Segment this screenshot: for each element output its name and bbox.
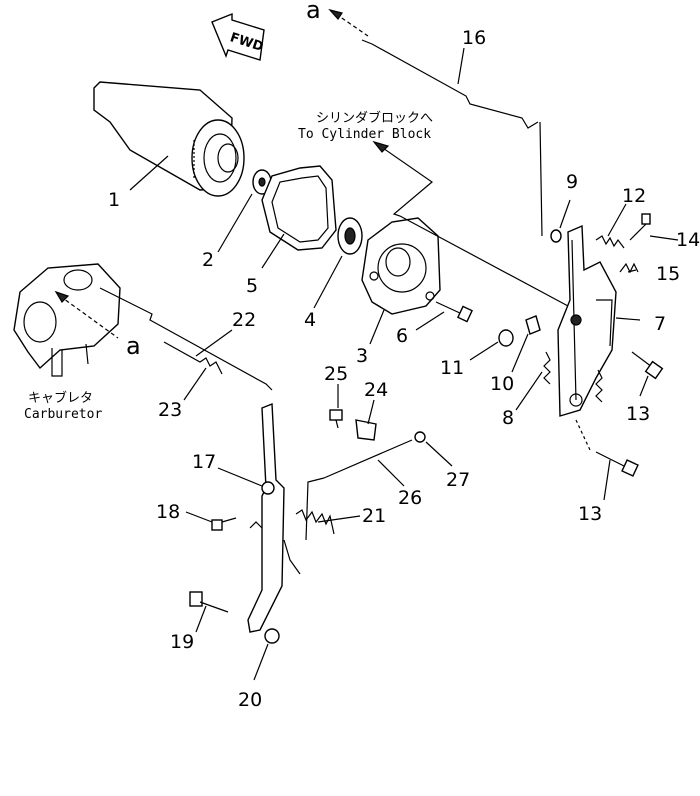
governor-case-3 (361, 217, 441, 315)
part-label-12: 12 (622, 185, 646, 207)
cylinder-block-label-jp: シリンダブロックへ (316, 110, 433, 126)
gear-housing-1 (93, 81, 245, 197)
part-label-7: 7 (654, 313, 666, 335)
carburetor-body (13, 263, 121, 377)
part-label-4: 4 (304, 309, 316, 331)
part-label-13a: 13 (626, 403, 650, 425)
part-label-13b: 13 (578, 503, 602, 525)
carburetor-label-jp: キャブレタ (28, 390, 93, 406)
rod-26 (305, 439, 413, 541)
part-label-5: 5 (246, 275, 258, 297)
part-label-11: 11 (440, 357, 464, 379)
clip-10 (525, 315, 541, 335)
nut-11 (498, 329, 514, 347)
nut-9 (550, 229, 562, 243)
nut-20 (264, 628, 280, 644)
part-label-3: 3 (356, 345, 368, 367)
ref-mark-left: a (126, 332, 141, 360)
part-label-27: 27 (446, 469, 470, 491)
washer-27 (414, 431, 426, 443)
part-label-20: 20 (238, 689, 262, 711)
gasket-5 (261, 165, 337, 251)
part-label-15: 15 (656, 263, 680, 285)
part-label-25: 25 (324, 363, 348, 385)
part-label-10: 10 (490, 373, 514, 395)
ref-arrow-left (54, 290, 119, 339)
ref-mark-top: a (306, 0, 321, 24)
ref-arrow-top (328, 8, 369, 37)
bolt-13-lower (575, 419, 639, 477)
bolt-14 (629, 213, 651, 241)
part-label-9: 9 (566, 171, 578, 193)
bolt-6 (435, 301, 473, 323)
carburetor-label-en: Carburetor (24, 407, 102, 422)
bearing-4 (337, 217, 363, 255)
cylinder-block-arrow (372, 140, 569, 307)
rod-23 (163, 341, 223, 375)
part-label-16: 16 (462, 27, 486, 49)
leader-lines (129, 47, 679, 681)
part-label-21: 21 (362, 505, 386, 527)
part-label-17: 17 (192, 451, 216, 473)
bolt-19 (189, 591, 229, 613)
part-label-1: 1 (108, 189, 120, 211)
part-label-24: 24 (364, 379, 388, 401)
spring-12 (595, 235, 625, 249)
part-label-18: 18 (156, 501, 180, 523)
control-lever-17 (247, 402, 301, 633)
part-number-labels: 1 2 3 4 5 6 7 8 9 10 11 12 13 13 14 15 1… (108, 27, 700, 711)
part-label-22: 22 (232, 309, 256, 331)
part-label-14: 14 (676, 229, 700, 251)
throttle-rod-16 (361, 39, 539, 129)
bolt-13-upper (631, 351, 664, 380)
bolt-25 (329, 409, 343, 429)
fwd-arrow-icon: FWD (211, 12, 265, 61)
lever-bracket-7 (557, 224, 617, 417)
spring-15 (619, 262, 639, 274)
rod-22 (99, 287, 273, 391)
bracket-24 (355, 419, 377, 441)
cylinder-block-label-en: To Cylinder Block (298, 127, 431, 142)
part-label-26: 26 (398, 487, 422, 509)
part-label-2: 2 (202, 249, 214, 271)
part-label-19: 19 (170, 631, 194, 653)
part-label-6: 6 (396, 325, 408, 347)
part-label-8: 8 (502, 407, 514, 429)
screw-18 (211, 517, 237, 531)
spring-21 (295, 509, 335, 535)
part-label-23: 23 (158, 399, 182, 421)
spring-8 (543, 351, 551, 385)
